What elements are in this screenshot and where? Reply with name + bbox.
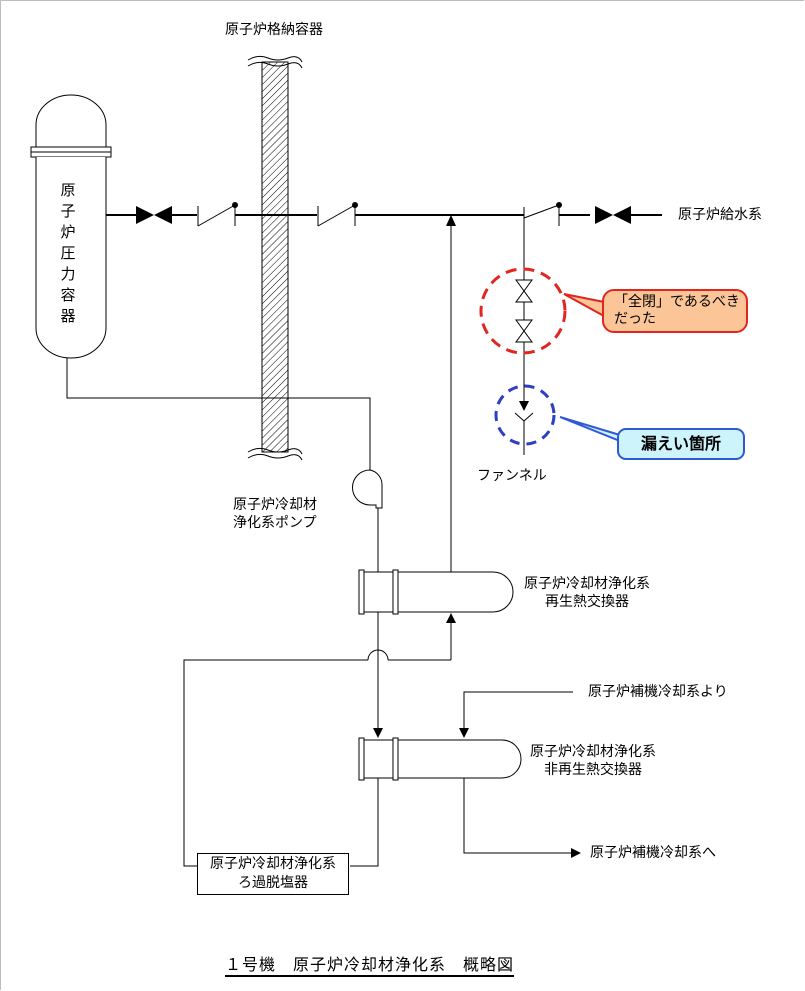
regen-hx-label-line1: 原子炉冷却材浄化系: [524, 576, 650, 592]
closed-valve-right: [590, 205, 662, 225]
check-valve-3: [523, 200, 594, 230]
pump-label-line1: 原子炉冷却材: [233, 497, 317, 513]
nonregen-hx-label-line1: 原子炉冷却材浄化系: [530, 744, 656, 760]
filter-label-line1: 原子炉冷却材浄化系: [210, 856, 336, 872]
ccw-to-label: 原子炉補機冷却系へ: [590, 845, 716, 861]
callout-text-line2: だった: [614, 311, 656, 327]
cleanup-pump: [352, 469, 383, 509]
feedwater-label: 原子炉給水系: [678, 207, 762, 223]
containment-wall: [247, 55, 303, 461]
non-regenerative-heat-exchanger: [358, 737, 522, 781]
drain-valve-2: [515, 319, 533, 343]
pump-label-line2: 浄化系ポンプ: [233, 515, 317, 531]
filter-label-line2: ろ過脱塩器: [238, 875, 308, 891]
valve-highlight-circle: [479, 267, 567, 355]
reactor-pressure-vessel: [30, 94, 112, 359]
check-valve-2: [317, 200, 400, 230]
callout-text-line1: 「全閉」であるべき: [614, 294, 740, 310]
check-valve-1: [197, 200, 262, 230]
ccw-from-label: 原子炉補機冷却系より: [588, 684, 728, 700]
flow-arrow-up: [446, 215, 456, 226]
diagram-title: １号機 原子炉冷却材浄化系 概略図: [225, 955, 515, 977]
funnel-label: ファンネル: [477, 468, 547, 484]
closed-valve-left: [106, 205, 196, 225]
pressure-vessel-label: 原子炉圧力容器: [58, 180, 78, 327]
regenerative-heat-exchanger: [358, 569, 514, 615]
regen-hx-label-line2: 再生熱交換器: [545, 594, 629, 610]
containment-label: 原子炉格納容器: [225, 22, 323, 38]
drain-valve-1: [515, 279, 533, 303]
funnel-symbol: [514, 412, 534, 455]
pressure-vessel-text: 原子炉圧力容器: [60, 181, 76, 325]
leak-location-callout: 漏えい箇所: [617, 428, 745, 460]
leak-highlight-circle: [494, 384, 556, 446]
filter-demineralizer: 原子炉冷却材浄化系 ろ過脱塩器: [197, 853, 349, 895]
should-be-closed-callout: 「全閉」であるべき だった: [602, 289, 748, 333]
nonregen-hx-label-line2: 非再生熱交換器: [544, 762, 642, 778]
